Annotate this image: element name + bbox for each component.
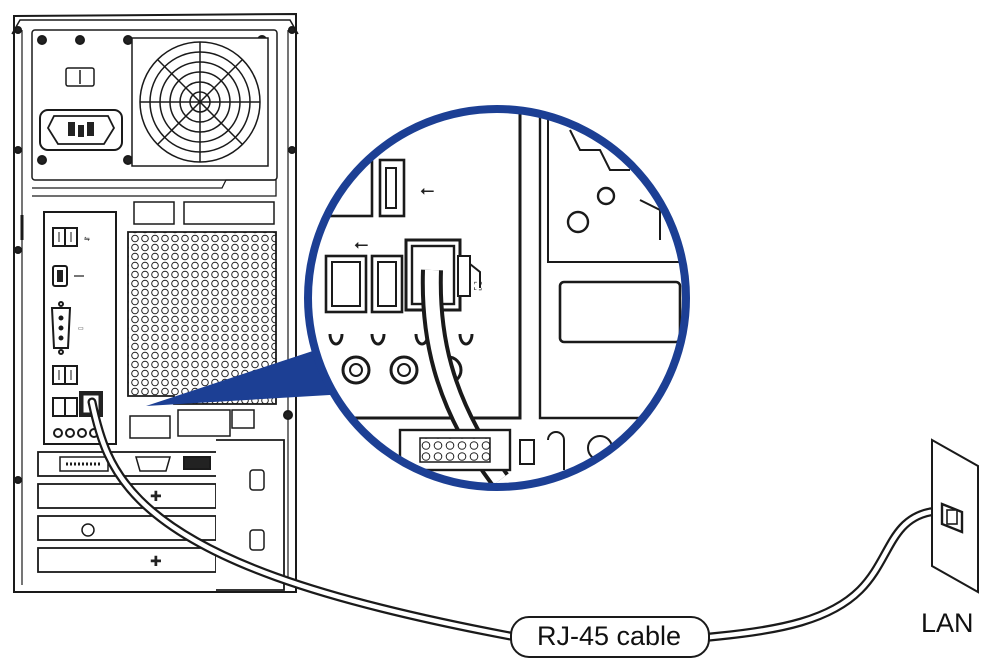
usb-port-pair-bottom <box>52 365 78 385</box>
cable-label-pill <box>510 616 710 658</box>
pc-tower: ⇋ ▭ <box>11 12 299 593</box>
power-socket-icon <box>39 109 123 151</box>
usb-icon: ⭠ <box>420 180 434 201</box>
cable-label: RJ-45 cable <box>536 621 682 651</box>
hdmi-port <box>52 265 84 287</box>
vga-icon: ▭ <box>78 326 84 332</box>
zoom-detail: ⭠ ⭠ ⛶ <box>304 105 690 491</box>
vga-port: ▭ <box>50 301 84 355</box>
lan-port-icon: ⛶ <box>474 280 482 293</box>
usb-port-pair-top: ⇋ <box>52 227 90 247</box>
svg-text:✚: ✚ <box>150 554 162 570</box>
fan-grille-icon <box>131 37 269 167</box>
usb-icon: ⇋ <box>84 235 90 243</box>
svg-text:✚: ✚ <box>150 489 162 505</box>
power-supply <box>31 29 278 181</box>
wall-jack-icon <box>931 438 979 594</box>
usb-icon: ⭠ <box>354 234 368 255</box>
io-panel: ⇋ ▭ <box>43 211 117 445</box>
usb-port-zoom-bottom <box>324 254 404 314</box>
lan-label: LAN <box>921 608 974 638</box>
expansion-slots: ✚ ✚ <box>37 439 285 591</box>
